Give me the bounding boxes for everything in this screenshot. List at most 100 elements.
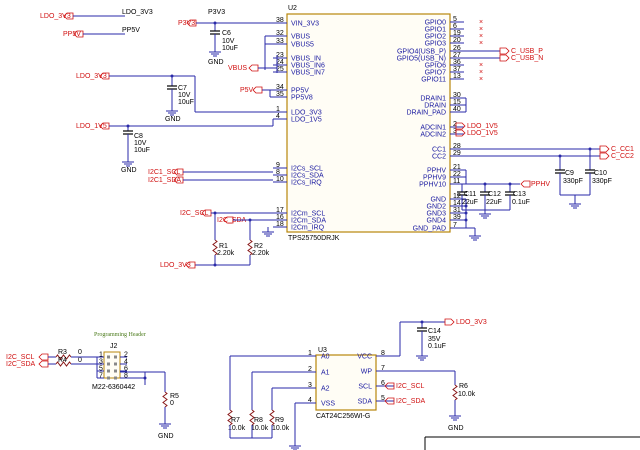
pin-number: 2 <box>308 366 312 373</box>
pin-number: 38 <box>276 17 284 24</box>
svg-text:10uF: 10uF <box>222 45 238 52</box>
pin-name: A0 <box>321 354 330 361</box>
u3-nets: R7 10.0k R8 10.0k R9 10.0k LDO_3V3 C14 3… <box>227 318 487 450</box>
pin-number: 26 <box>453 45 461 52</box>
svg-text:GND: GND <box>208 59 224 66</box>
pin-name: CC1 <box>432 147 446 154</box>
pin-number: 7 <box>453 222 457 229</box>
header-pin-6: 6 <box>114 366 128 373</box>
svg-text:×: × <box>479 40 483 47</box>
i2c1-net: I2C1_SCL I2C1_SDA <box>148 168 273 184</box>
ldo3v3-mid-net: LDO_3V3 C7 10V 10uF GND <box>76 72 273 123</box>
svg-text:C_CC1: C_CC1 <box>611 146 634 153</box>
svg-text:C9: C9 <box>565 170 574 177</box>
pin-number: 25 <box>276 66 284 73</box>
svg-text:GND: GND <box>121 167 137 174</box>
pin-name: PPHV10 <box>419 182 446 189</box>
pin-number: 24 <box>276 59 284 66</box>
ldo1v5-net: LDO_1V5 C8 10V 10uF GND <box>76 119 274 174</box>
svg-text:I2C_SDA: I2C_SDA <box>217 217 247 224</box>
svg-text:10uF: 10uF <box>178 99 194 106</box>
svg-text:P3V3: P3V3 <box>208 9 225 16</box>
pin-name: I2Cs_SDA <box>291 173 324 180</box>
svg-text:R3: R3 <box>58 349 67 356</box>
svg-text:GND: GND <box>165 116 181 123</box>
pin-name: DRAIN_PAD <box>406 110 446 117</box>
pin-name: GPIO7 <box>425 70 447 77</box>
pin-number: 1 <box>276 106 280 113</box>
pin-number: 3 <box>453 128 457 135</box>
pin-name: GPIO4(USB_P) <box>397 49 446 56</box>
pin-name: GPIO3 <box>425 41 447 48</box>
pin-name: PP5V <box>291 88 309 95</box>
u3-ref: U3 <box>318 347 327 354</box>
pin-number: 13 <box>453 73 461 80</box>
pin-number: 30 <box>453 92 461 99</box>
svg-text:10.0k: 10.0k <box>228 425 246 432</box>
pin-number: 4 <box>276 113 280 120</box>
pin-number: 36 <box>453 59 461 66</box>
pin-number: 2 <box>453 121 457 128</box>
svg-text:PPHV: PPHV <box>531 181 550 188</box>
header-pin-5: 5 <box>97 366 110 373</box>
pin-name: SDA <box>358 399 373 406</box>
svg-text:0.1uF: 0.1uF <box>512 199 530 206</box>
pphv-net: PPHV C11 22uF C12 22uF C13 0.1uF <box>456 169 550 219</box>
header-pin-3: 3 <box>97 359 110 366</box>
svg-text:LDO_3V3: LDO_3V3 <box>456 319 487 326</box>
svg-text:C11: C11 <box>464 191 476 198</box>
title-block-corner <box>424 436 640 450</box>
pin-number: 2 <box>124 352 128 359</box>
svg-text:GND: GND <box>158 433 174 440</box>
pin-name: DRAIN <box>424 103 446 110</box>
pin-name: A1 <box>321 370 330 377</box>
svg-text:×: × <box>479 62 483 69</box>
svg-text:C10: C10 <box>594 170 607 177</box>
svg-text:0: 0 <box>170 400 174 407</box>
pin-number: 11 <box>453 178 460 185</box>
pin-name: LDO_1V5 <box>291 117 322 124</box>
svg-text:PP5V: PP5V <box>122 27 140 34</box>
pin-name: CC2 <box>432 154 446 161</box>
pin-number: 1 <box>308 350 312 357</box>
pin-number: 5 <box>453 16 457 23</box>
svg-text:330pF: 330pF <box>592 178 612 185</box>
pin-name: GPIO0 <box>425 20 447 27</box>
pin-number: 21 <box>453 164 461 171</box>
pin-number: 5 <box>381 395 385 402</box>
svg-text:×: × <box>479 26 483 33</box>
pin-name: I2Cm_IRQ <box>291 225 325 232</box>
header-pin-2: 2 <box>114 352 128 359</box>
pin-number: 12 <box>453 193 461 200</box>
pin-number: 7 <box>381 365 385 372</box>
pin-name: VBUS5 <box>291 42 314 49</box>
pin-number: 8 <box>124 373 128 380</box>
svg-text:I2C1_SCL: I2C1_SCL <box>148 169 180 176</box>
pin-number: 8 <box>276 169 280 176</box>
svg-text:×: × <box>479 19 483 26</box>
pin-number: 4 <box>308 397 312 404</box>
pin-name: GPIO6 <box>425 63 447 70</box>
p3v3-net: P3V3 P3V3 C6 10V 10uF GND <box>178 9 273 66</box>
pin-number: 18 <box>276 221 284 228</box>
